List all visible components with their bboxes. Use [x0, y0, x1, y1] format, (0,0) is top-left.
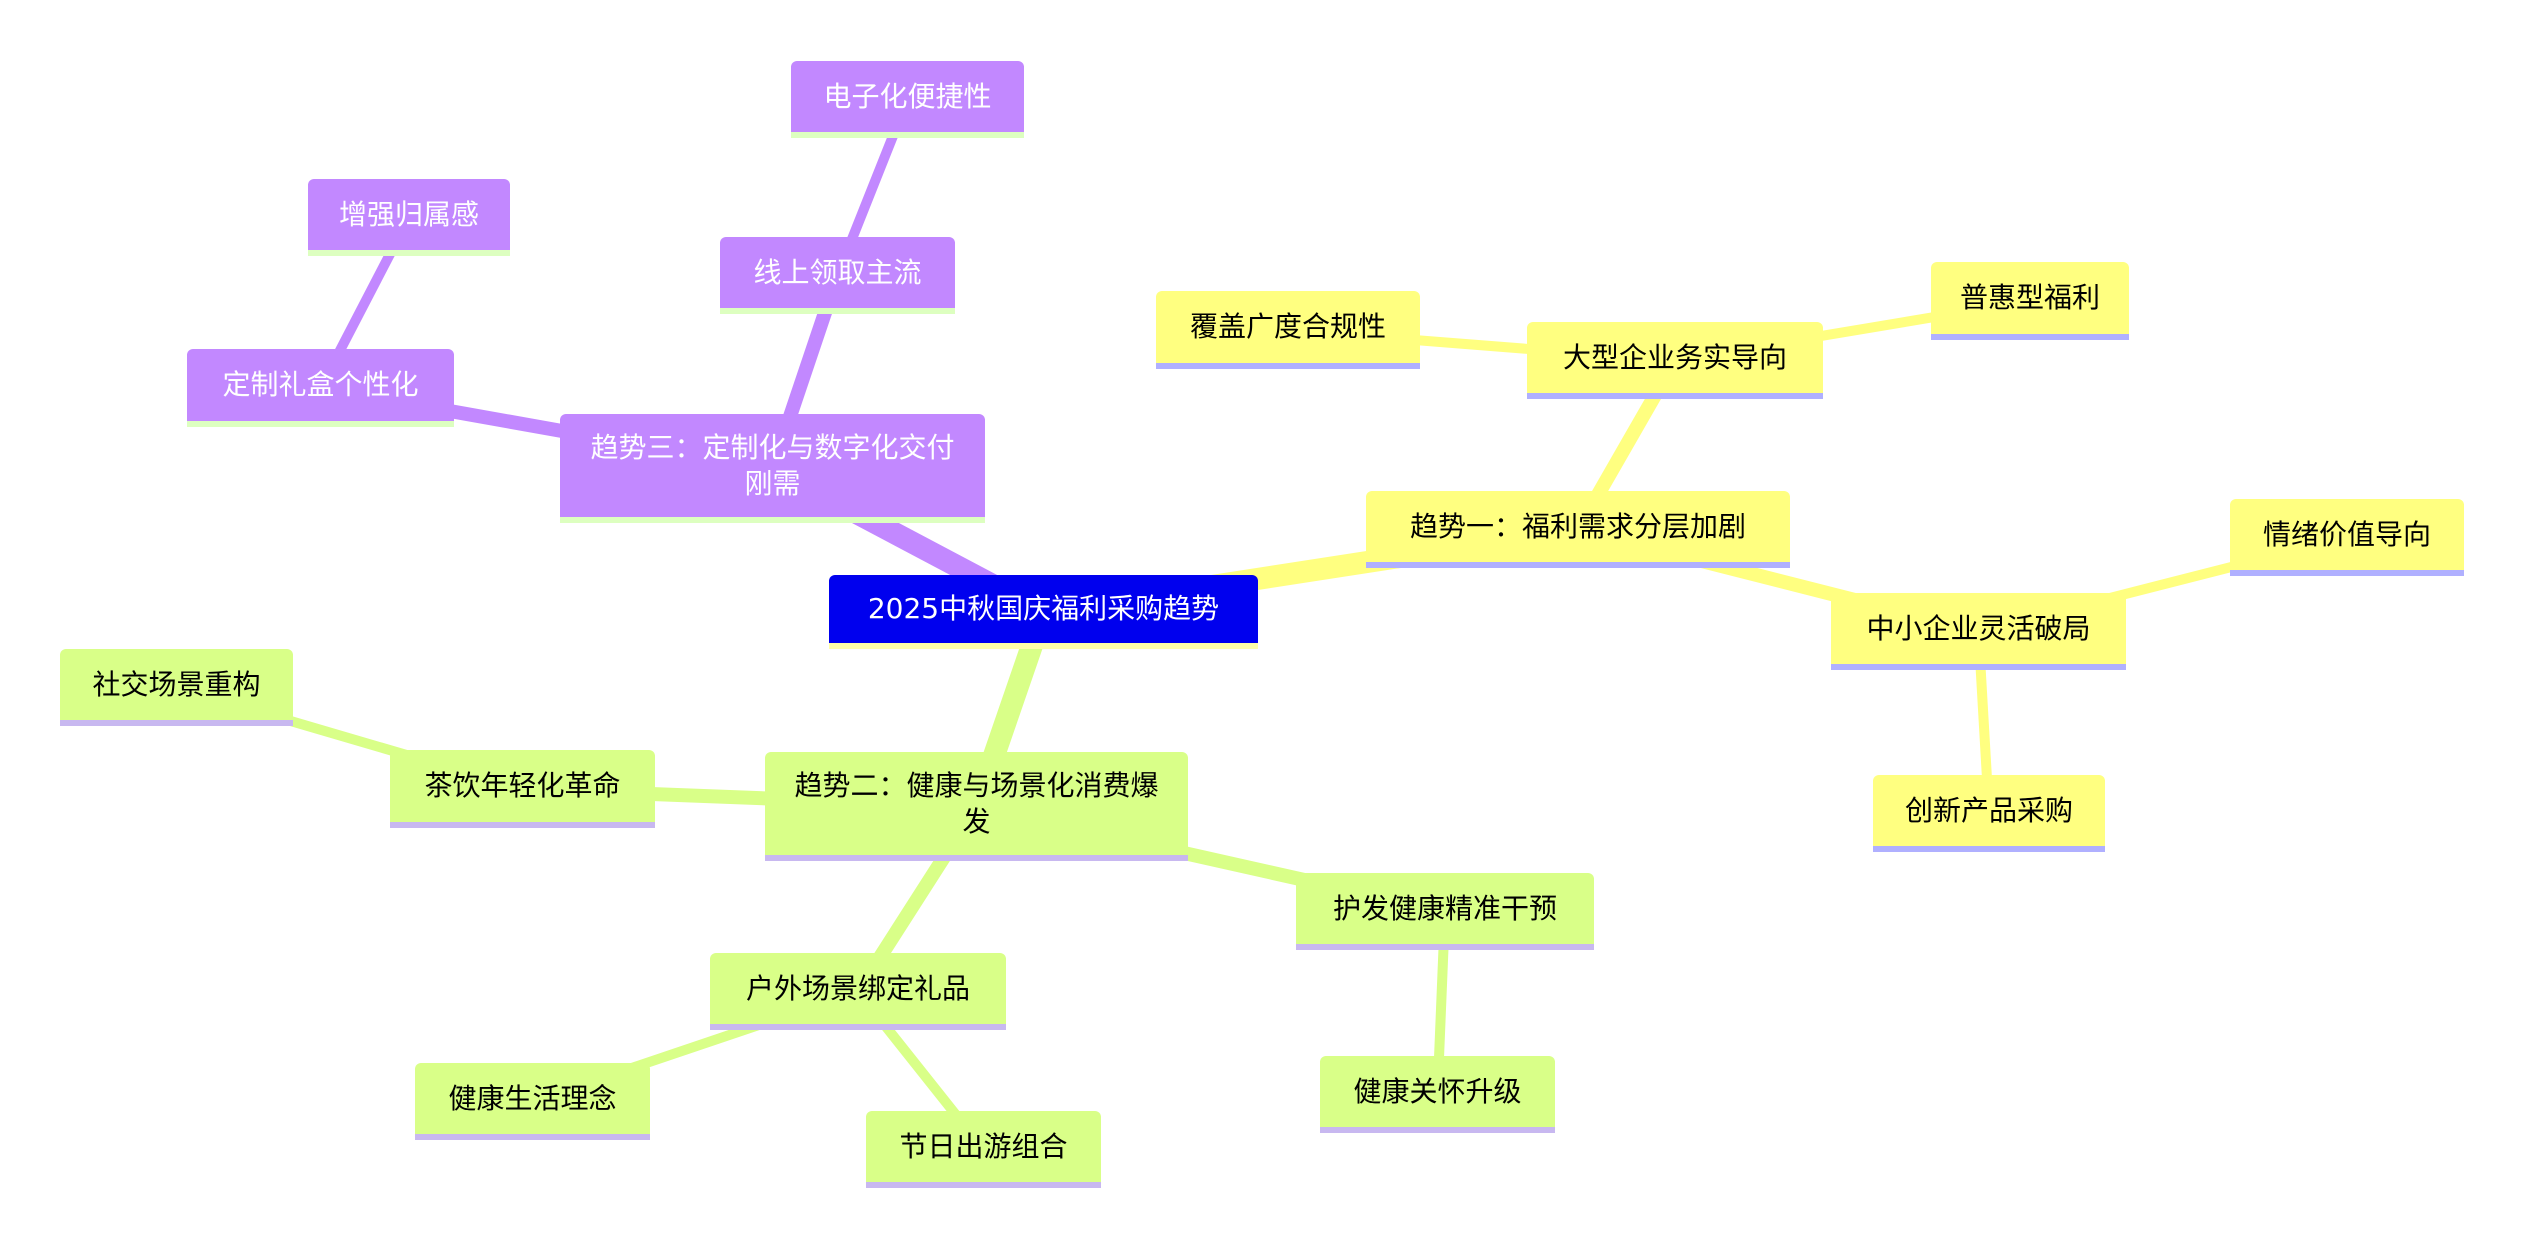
emotional-value-node[interactable]: 情绪价值导向 [2230, 499, 2464, 576]
trend1-node[interactable]: 趋势一：福利需求分层加剧 [1366, 491, 1790, 568]
holiday-trip-node[interactable]: 节日出游组合 [866, 1111, 1101, 1188]
root-node[interactable]: 2025中秋国庆福利采购趋势 [829, 575, 1258, 649]
innovative-product-node[interactable]: 创新产品采购 [1873, 775, 2105, 852]
hair-care-node[interactable]: 护发健康精准干预 [1296, 873, 1594, 950]
tea-node[interactable]: 茶饮年轻化革命 [390, 750, 655, 828]
sme-node[interactable]: 中小企业灵活破局 [1831, 593, 2126, 670]
inclusive-welfare-node[interactable]: 普惠型福利 [1931, 262, 2129, 340]
trend3-node[interactable]: 趋势三：定制化与数字化交付刚需 [560, 414, 985, 523]
health-care-upgrade-node[interactable]: 健康关怀升级 [1320, 1056, 1555, 1133]
coverage-compliance-node[interactable]: 覆盖广度合规性 [1156, 291, 1420, 369]
healthy-life-node[interactable]: 健康生活理念 [415, 1063, 650, 1140]
online-claim-node[interactable]: 线上领取主流 [720, 237, 955, 314]
belonging-node[interactable]: 增强归属感 [308, 179, 510, 256]
social-scene-node[interactable]: 社交场景重构 [60, 649, 293, 726]
trend2-node[interactable]: 趋势二：健康与场景化消费爆发 [765, 752, 1188, 861]
outdoor-node[interactable]: 户外场景绑定礼品 [710, 953, 1006, 1030]
large-enterprise-node[interactable]: 大型企业务实导向 [1527, 322, 1823, 399]
digital-convenience-node[interactable]: 电子化便捷性 [791, 61, 1024, 138]
custom-giftbox-node[interactable]: 定制礼盒个性化 [187, 349, 454, 427]
